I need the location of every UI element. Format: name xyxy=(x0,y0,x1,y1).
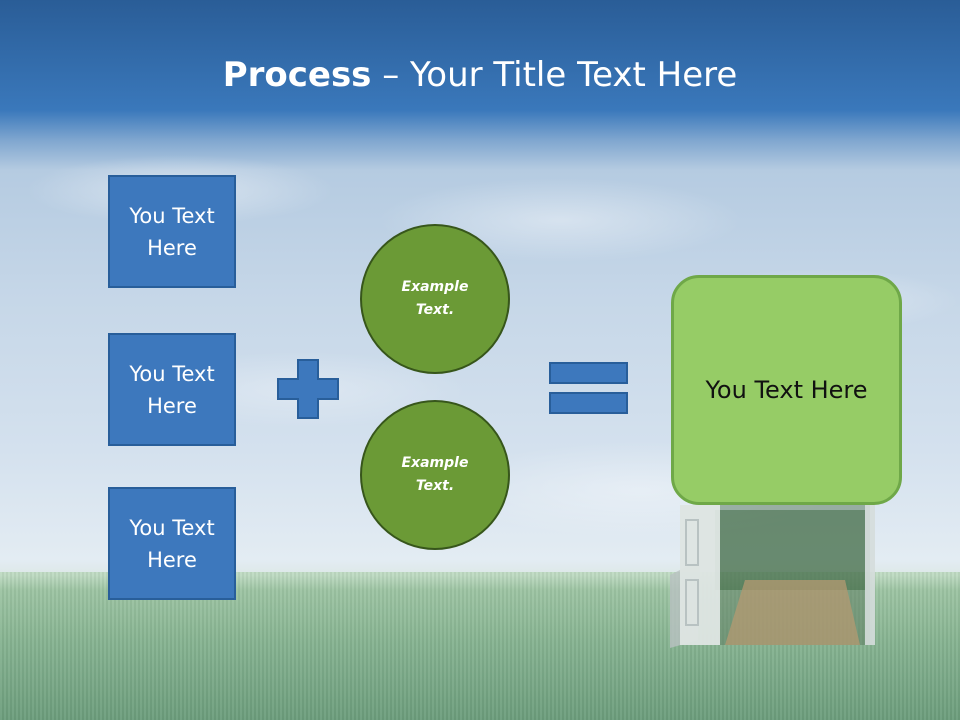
open-door-image xyxy=(670,505,875,648)
example-circle-1: Example Text. xyxy=(360,224,510,374)
plus-icon xyxy=(277,359,339,419)
equals-icon xyxy=(549,362,628,414)
input-box-1: You Text Here xyxy=(108,175,236,288)
input-box-2: You Text Here xyxy=(108,333,236,446)
example-circle-2: Example Text. xyxy=(360,400,510,550)
input-box-3: You Text Here xyxy=(108,487,236,600)
title-rest: – Your Title Text Here xyxy=(371,55,738,95)
result-box: You Text Here xyxy=(671,275,902,505)
title-bold: Process xyxy=(222,55,372,95)
slide-title: Process – Your Title Text Here xyxy=(0,52,960,98)
